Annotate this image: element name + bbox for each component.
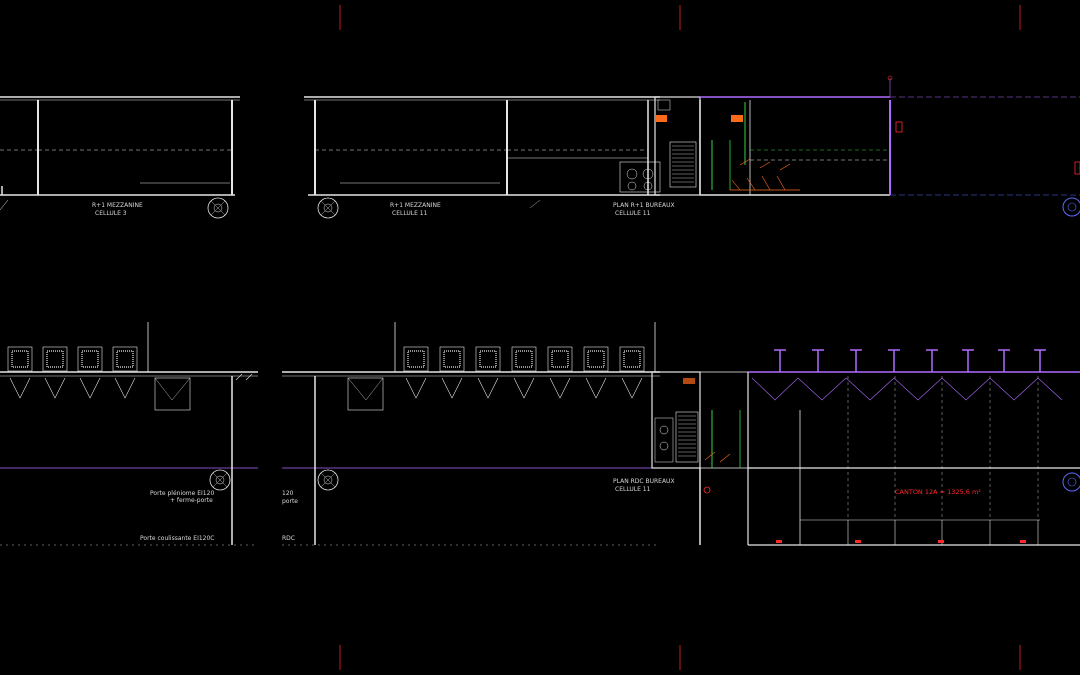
fire-equipment-marker (683, 378, 695, 384)
frag-rdc-label: RDC (282, 535, 295, 542)
fire-equipment-marker (1074, 161, 1080, 175)
plan-rdc-cellule-11 (282, 322, 660, 546)
offices-rdc-title: PLAN RDC BUREAUX (613, 478, 675, 485)
sheet-frame-marks (339, 5, 1021, 670)
frag-120-label: 120 (282, 490, 294, 497)
frag-porte-label: porte (282, 498, 298, 505)
plan-rdc-offices-core (651, 371, 749, 545)
plan-rdc-warehouse-canton (747, 349, 1080, 546)
fire-alarm-marker (703, 486, 711, 494)
offices-rdc-cell: CELLULE 11 (615, 486, 651, 493)
fire-equipment-marker (895, 121, 903, 133)
mezz3-cell: CELLULE 3 (95, 210, 127, 217)
door-pleno-label: Porte pléniome EI120 (150, 490, 214, 497)
door-pleno-sublabel: + ferme-porte (170, 497, 213, 504)
offices-r1-cell: CELLULE 11 (615, 210, 651, 217)
canton-area-label: CANTON 12A = 1325,6 m² (895, 488, 981, 496)
loading-dock-doors-left (7, 346, 138, 399)
fire-equipment-marker (655, 115, 667, 122)
loading-dock-doors-right (403, 346, 645, 399)
plan-rdc-left (0, 322, 258, 546)
door-sliding-label: Porte coulissante EI120C (140, 535, 214, 542)
fire-equipment-marker (731, 115, 743, 122)
plan-r1-offices-core (619, 96, 701, 196)
offices-r1-title: PLAN R+1 BUREAUX (613, 202, 675, 209)
plan-mezzanine-cellule-11 (304, 96, 660, 219)
plan-r1-offices-wing (699, 75, 1080, 217)
plan-mezzanine-cellule-3 (0, 96, 240, 219)
mezz11-title: R+1 MEZZANINE (390, 202, 441, 209)
mezz11-cell: CELLULE 11 (392, 210, 428, 217)
mezz3-title: R+1 MEZZANINE (92, 202, 143, 209)
